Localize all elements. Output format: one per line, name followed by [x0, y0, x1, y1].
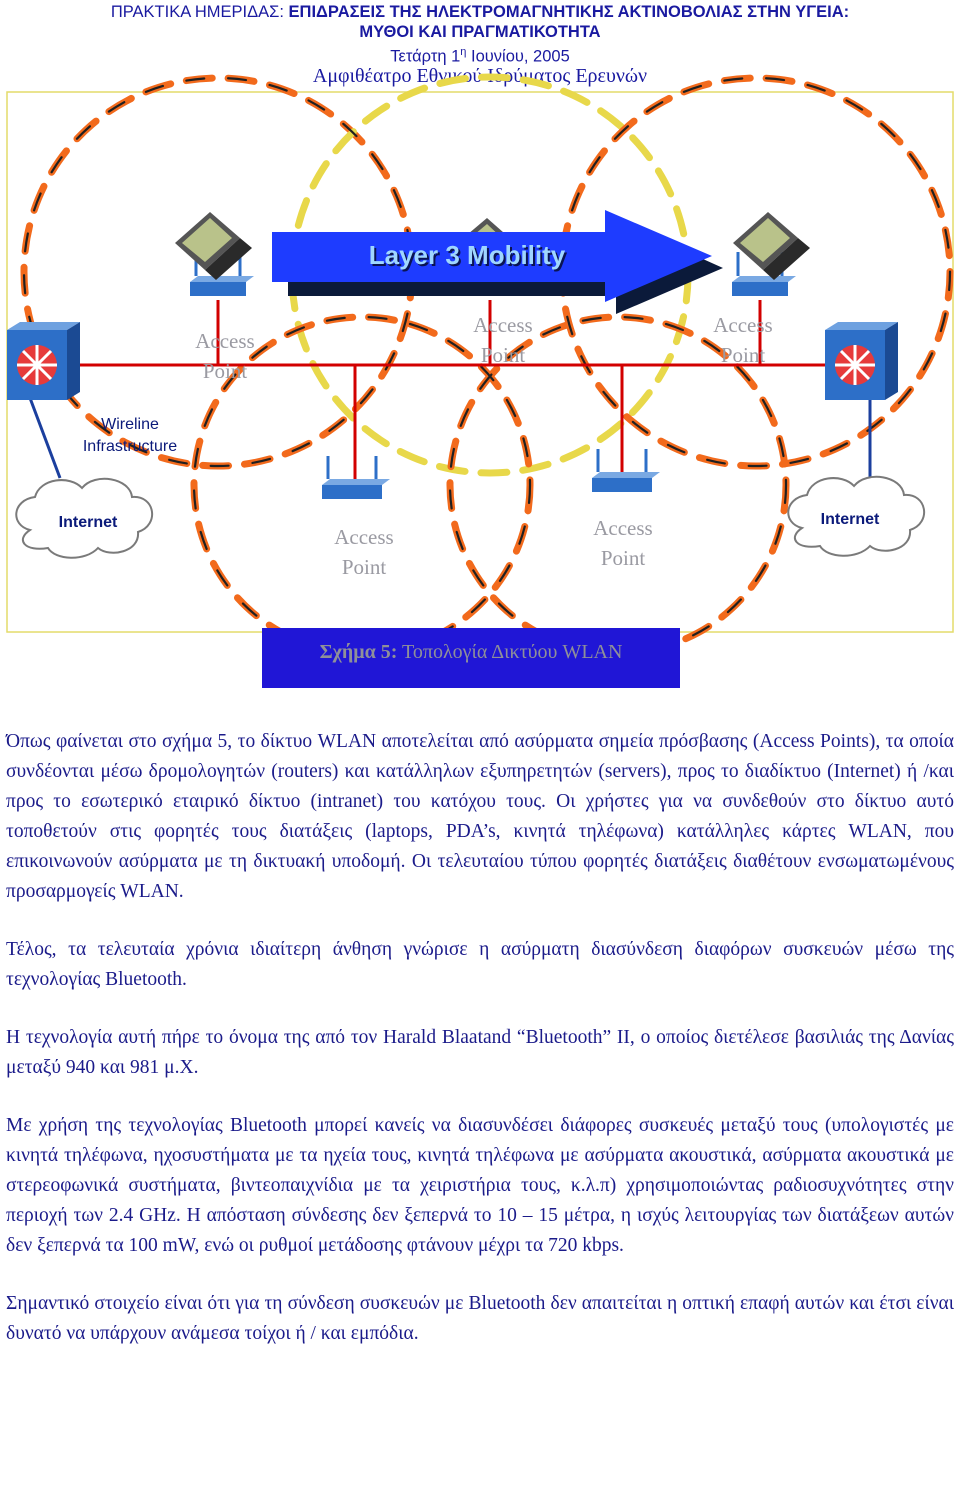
paragraph-wlan: Όπως φαίνεται στο σχήμα 5, το δίκτυο WLA… — [6, 731, 954, 902]
header-date: Τετάρτη 1 — [390, 47, 461, 66]
header-line-2: ΜΥΘΟΙ ΚΑΙ ΠΡΑΓΜΑΤΙΚΟΤΗΤΑ — [0, 22, 960, 42]
internet-cloud-right-icon — [787, 475, 926, 557]
router-right-icon — [825, 322, 898, 400]
header-line-3: Τετάρτη 1η Ιουνίου, 2005 — [0, 42, 960, 67]
internet-label-left: Internet — [58, 514, 118, 531]
access-point-bottom-right-icon — [592, 449, 660, 492]
mobility-arrow-label: Layer 3 Mobility — [368, 240, 566, 270]
access-point-top-left-icon — [190, 252, 254, 296]
caption-number: Σχήμα 5: — [319, 641, 398, 663]
wlan-topology-figure — [6, 73, 954, 657]
access-point-bottom-left-icon — [322, 456, 390, 499]
header-line-1: ΠΡΑΚΤΙΚΑ ΗΜΕΡΙΔΑΣ: ΕΠΙΔΡΑΣΕΙΣ ΤΗΣ ΗΛΕΚΤΡ… — [0, 2, 960, 22]
paragraph-bluetooth-intro: Τέλος, τα τελευταία χρόνια ιδιαίτερη άνθ… — [6, 939, 954, 990]
paragraph-bluetooth-name: Η τεχνολογία αυτή πήρε το όνομα της από … — [6, 1027, 954, 1078]
header-label: ΠΡΑΚΤΙΚΑ ΗΜΕΡΙΔΑΣ: — [110, 3, 289, 21]
paragraph-bluetooth-los: Σημαντικό στοιχείο είναι ότι για τη σύνδ… — [6, 1293, 954, 1344]
laptop-right-icon — [733, 212, 810, 280]
internet-cloud-left-icon — [15, 477, 154, 559]
figure-caption: Σχήμα 5: Τοπολογία Δικτύου WLAN — [262, 628, 680, 688]
header-title: ΕΠΙΔΡΑΣΕΙΣ ΤΗΣ ΗΛΕΚΤΡΟΜΑΓΝΗΤΙΚΗΣ ΑΚΤΙΝΟΒ… — [288, 3, 850, 21]
header-date-sup: η — [460, 46, 467, 58]
header-date-rest: Ιουνίου, 2005 — [466, 47, 570, 66]
body-text: Όπως φαίνεται στο σχήμα 5, το δίκτυο WLA… — [6, 727, 954, 1377]
caption-title: Τοπολογία Δικτύου WLAN — [397, 641, 623, 663]
router-left-icon — [7, 322, 80, 400]
paragraph-bluetooth-usage: Με χρήση της τεχνολογίας Bluetooth μπορε… — [6, 1115, 954, 1256]
mobility-arrow-icon — [272, 210, 723, 314]
laptop-left-icon — [175, 212, 252, 280]
internet-label-right: Internet — [820, 511, 880, 528]
header-subtitle: ΜΥΘΟΙ ΚΑΙ ΠΡΑΓΜΑΤΙΚΟΤΗΤΑ — [359, 23, 601, 41]
